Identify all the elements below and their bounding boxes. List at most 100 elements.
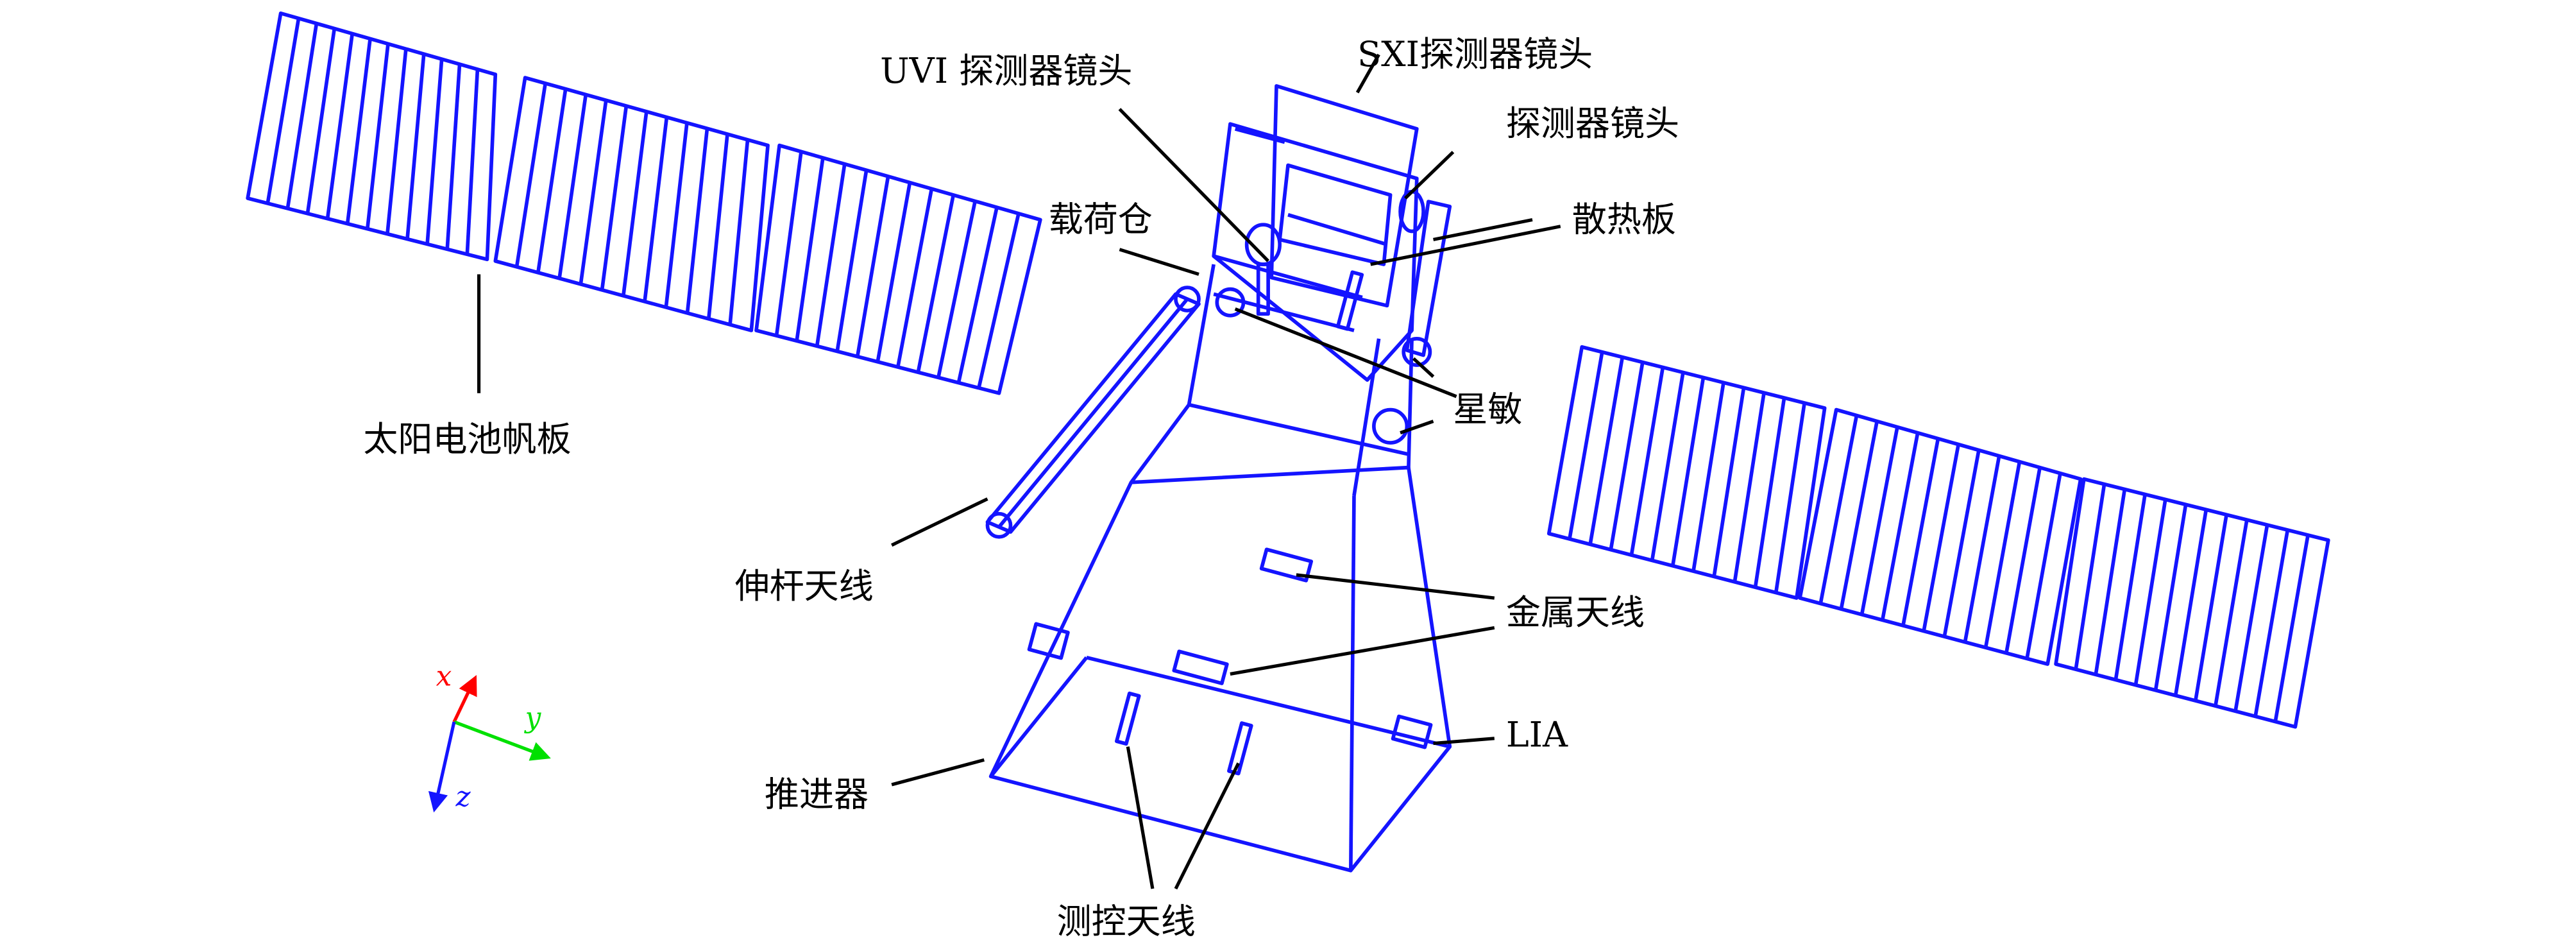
solar-cell-strip <box>2153 504 2188 691</box>
radiator-panel <box>1405 200 1452 357</box>
solar-cell-strip <box>405 53 426 239</box>
solar-cell-strip <box>1733 392 1766 583</box>
coordinate-axes: x y z <box>428 660 551 813</box>
solar-cell-strip <box>2074 484 2106 670</box>
label-radiator: 散热板 <box>1572 200 1676 240</box>
ttc-antenna-1 <box>1115 691 1141 746</box>
solar-cell-strip <box>2004 467 2042 654</box>
solar-cell-strip <box>1983 461 2022 648</box>
solar-cell-strip <box>855 176 890 357</box>
solar-cell-strip <box>465 69 480 255</box>
solar-cell-strip <box>1880 432 1920 620</box>
solar-cell-strip <box>1901 438 1940 626</box>
label-lia: LIA <box>1506 715 1568 755</box>
lia-sensor <box>1391 714 1433 749</box>
solar-cell-strip <box>266 18 301 204</box>
metal-antenna-2 <box>1172 649 1229 685</box>
solar-cell-strip <box>2194 514 2228 701</box>
solar-cell-strip <box>1650 372 1685 561</box>
solar-cell-strip <box>795 157 825 341</box>
solar-cell-strip <box>916 194 956 373</box>
y-axis-arrow <box>453 720 551 761</box>
label-ttc-antenna: 测控天线 <box>1057 902 1196 940</box>
solar-cell-strip <box>2273 534 2310 722</box>
z-axis-label: z <box>455 780 471 813</box>
satellite-body <box>985 84 1452 873</box>
solar-cell-strip <box>936 200 977 378</box>
solar-cell-strip <box>685 128 709 314</box>
label-sxi-lens: SXI探测器镜头 <box>1357 34 1593 74</box>
solar-cell-strip <box>896 188 934 368</box>
solar-cell-strip <box>600 105 629 291</box>
label-solar-panel: 太阳电池帆板 <box>363 419 571 459</box>
solar-cell-strip <box>2214 519 2249 706</box>
solar-panel-segment <box>1798 407 2083 666</box>
solar-cell-strip <box>325 33 355 219</box>
solar-cell-strip <box>1860 427 1899 615</box>
solar-cell-strip <box>2173 509 2208 696</box>
solar-panel-segment <box>493 76 770 332</box>
solar-cell-strip <box>345 38 372 225</box>
solar-cell-strip <box>514 83 547 268</box>
solar-panel-segment <box>754 143 1042 395</box>
z-axis-arrow <box>428 721 456 813</box>
solar-cell-strip <box>1629 366 1665 556</box>
metal-antenna-1 <box>1259 547 1314 583</box>
label-boom-antenna: 伸杆天线 <box>735 566 874 606</box>
solar-cell-strip <box>643 117 669 302</box>
label-metal-antenna: 金属天线 <box>1506 592 1645 633</box>
solar-cell-strip <box>305 28 337 214</box>
solar-cell-strip <box>2233 524 2269 712</box>
solar-cell-strip <box>285 23 319 209</box>
lower-body <box>988 465 1452 873</box>
solar-cell-strip <box>707 133 729 320</box>
x-axis-arrow <box>452 674 477 723</box>
solar-cell-strip <box>536 89 568 273</box>
solar-panels <box>246 11 2330 729</box>
solar-cell-strip <box>579 99 608 285</box>
solar-cell-strip <box>2114 494 2147 680</box>
solar-cell-strip <box>425 58 444 244</box>
star-sensor-3 <box>1215 287 1246 318</box>
solar-cell-strip <box>1818 415 1859 604</box>
solar-cell-strip <box>1839 421 1879 610</box>
solar-cell-strip <box>1691 382 1725 572</box>
solar-cell-strip <box>1942 450 1981 637</box>
solar-cell-strip <box>557 94 588 279</box>
solar-cell-strip <box>365 44 390 229</box>
label-uvi-lens: UVI 探测器镜头 <box>880 51 1132 91</box>
solar-cell-strip <box>2253 529 2290 717</box>
solar-cell-strip <box>876 182 912 363</box>
solar-cell-strip <box>386 48 408 234</box>
solar-cell-strip <box>956 207 999 384</box>
solar-cell-strip <box>1568 352 1604 540</box>
solar-cell-strip <box>815 164 847 346</box>
leader-lines <box>477 53 1561 890</box>
solar-cell-strip <box>774 151 803 336</box>
ttc-antenna-2 <box>1227 721 1253 776</box>
solar-cell-strip <box>1609 362 1645 551</box>
solar-cell-strip <box>445 64 462 250</box>
solar-cell-strip <box>1963 456 2001 643</box>
solar-panel-segment <box>246 11 498 262</box>
star-sensor-2 <box>1372 407 1409 445</box>
y-axis-label: y <box>524 701 542 734</box>
solar-cell-strip <box>2133 499 2167 686</box>
label-detector-lens: 探测器镜头 <box>1506 103 1679 144</box>
solar-cell-strip <box>728 139 750 325</box>
solar-cell-strip <box>664 123 689 308</box>
solar-cell-strip <box>1588 357 1625 545</box>
label-payload-cabin: 载荷仓 <box>1049 200 1153 240</box>
solar-cell-strip <box>1774 402 1806 594</box>
solar-cell-strip <box>2094 489 2127 675</box>
label-thruster: 推进器 <box>765 774 869 814</box>
star-sensor-1 <box>1402 337 1432 367</box>
box-component <box>1027 622 1070 660</box>
x-axis-label: x <box>436 660 452 692</box>
solar-cell-strip <box>977 213 1021 389</box>
solar-cell-strip <box>1712 387 1746 577</box>
solar-cell-strip <box>835 169 869 352</box>
solar-cell-strip <box>1753 397 1786 588</box>
